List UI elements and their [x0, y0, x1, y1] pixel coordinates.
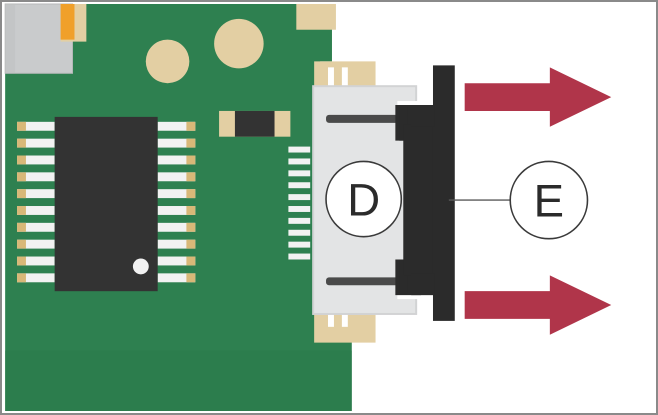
edge-pad [288, 206, 311, 212]
tan-pad-topright [296, 3, 336, 30]
direction-arrow-bottom [464, 275, 612, 335]
arrow-bottom-shape [464, 275, 612, 335]
ic-pin [157, 273, 196, 283]
edge-pad [288, 217, 311, 224]
ic-pin [17, 121, 55, 131]
ic-pins-left [17, 121, 55, 283]
ic-pin [17, 222, 55, 232]
direction-arrow-top [464, 67, 612, 127]
chip-resistor [219, 110, 291, 137]
edge-pad [288, 241, 311, 248]
connector-pad-bottom-slot-b [341, 307, 348, 327]
latch-arm-top [326, 114, 416, 123]
actuator-web-bottom [411, 273, 435, 296]
actuator-web-top [411, 104, 435, 127]
ic-pin [17, 138, 55, 148]
ic-pin [157, 239, 196, 249]
ic-pin [17, 206, 55, 215]
ic-pin [157, 206, 196, 215]
ic-pins-right [157, 121, 196, 283]
ic-pin [17, 239, 55, 249]
ic-pin1-marker [132, 258, 149, 275]
ic-pin [157, 222, 196, 232]
ic-pin [17, 273, 55, 283]
integrated-circuit [17, 116, 196, 292]
actuator-post-top [399, 106, 408, 141]
arrow-top-shape [464, 67, 612, 127]
ic-pin [157, 172, 196, 182]
edge-pad [288, 146, 311, 153]
ic-pin [157, 138, 196, 148]
callout-d[interactable]: D [325, 160, 403, 238]
ic-pin [157, 256, 196, 266]
ic-pin [157, 121, 196, 131]
edge-pad [288, 229, 311, 236]
connector-actuator [395, 65, 455, 321]
round-pad-large [214, 18, 264, 69]
callout-d-circle[interactable] [325, 160, 403, 238]
ic-pin [17, 256, 55, 266]
callout-e-circle[interactable] [509, 160, 589, 240]
edge-pad [288, 182, 311, 189]
actuator-post-bottom [399, 259, 408, 294]
edge-pad [288, 194, 311, 201]
ic-pin [157, 155, 196, 165]
round-pad-small [145, 39, 190, 84]
orange-flex-strip-group [60, 3, 87, 42]
ic-pin [17, 155, 55, 165]
connector-pad-top-slot-a [328, 67, 334, 88]
edge-pad [288, 158, 311, 165]
connector-latch-arms [326, 114, 416, 286]
ic-pin [17, 172, 55, 182]
orange-flex-strip [60, 3, 75, 40]
shield-left-shade [5, 3, 16, 74]
connector-pad-bottom-slot-a [328, 307, 334, 327]
chip-resistor-body [234, 110, 275, 137]
ic-pin [157, 189, 196, 199]
connector-edge-pads [288, 146, 311, 260]
connector-actuator-bar [432, 65, 455, 321]
connector-pad-top-slot-b [341, 67, 348, 88]
callout-e[interactable]: E [509, 160, 589, 240]
edge-pad [288, 170, 311, 177]
latch-arm-bottom [326, 277, 416, 286]
callout-d-label: D [347, 175, 380, 226]
ic-pin [17, 189, 55, 199]
connector-actuator-bar-inner [403, 124, 437, 276]
edge-pad [288, 253, 311, 260]
callout-e-label: E [534, 176, 564, 227]
pcb-shading-bottom [5, 350, 352, 412]
